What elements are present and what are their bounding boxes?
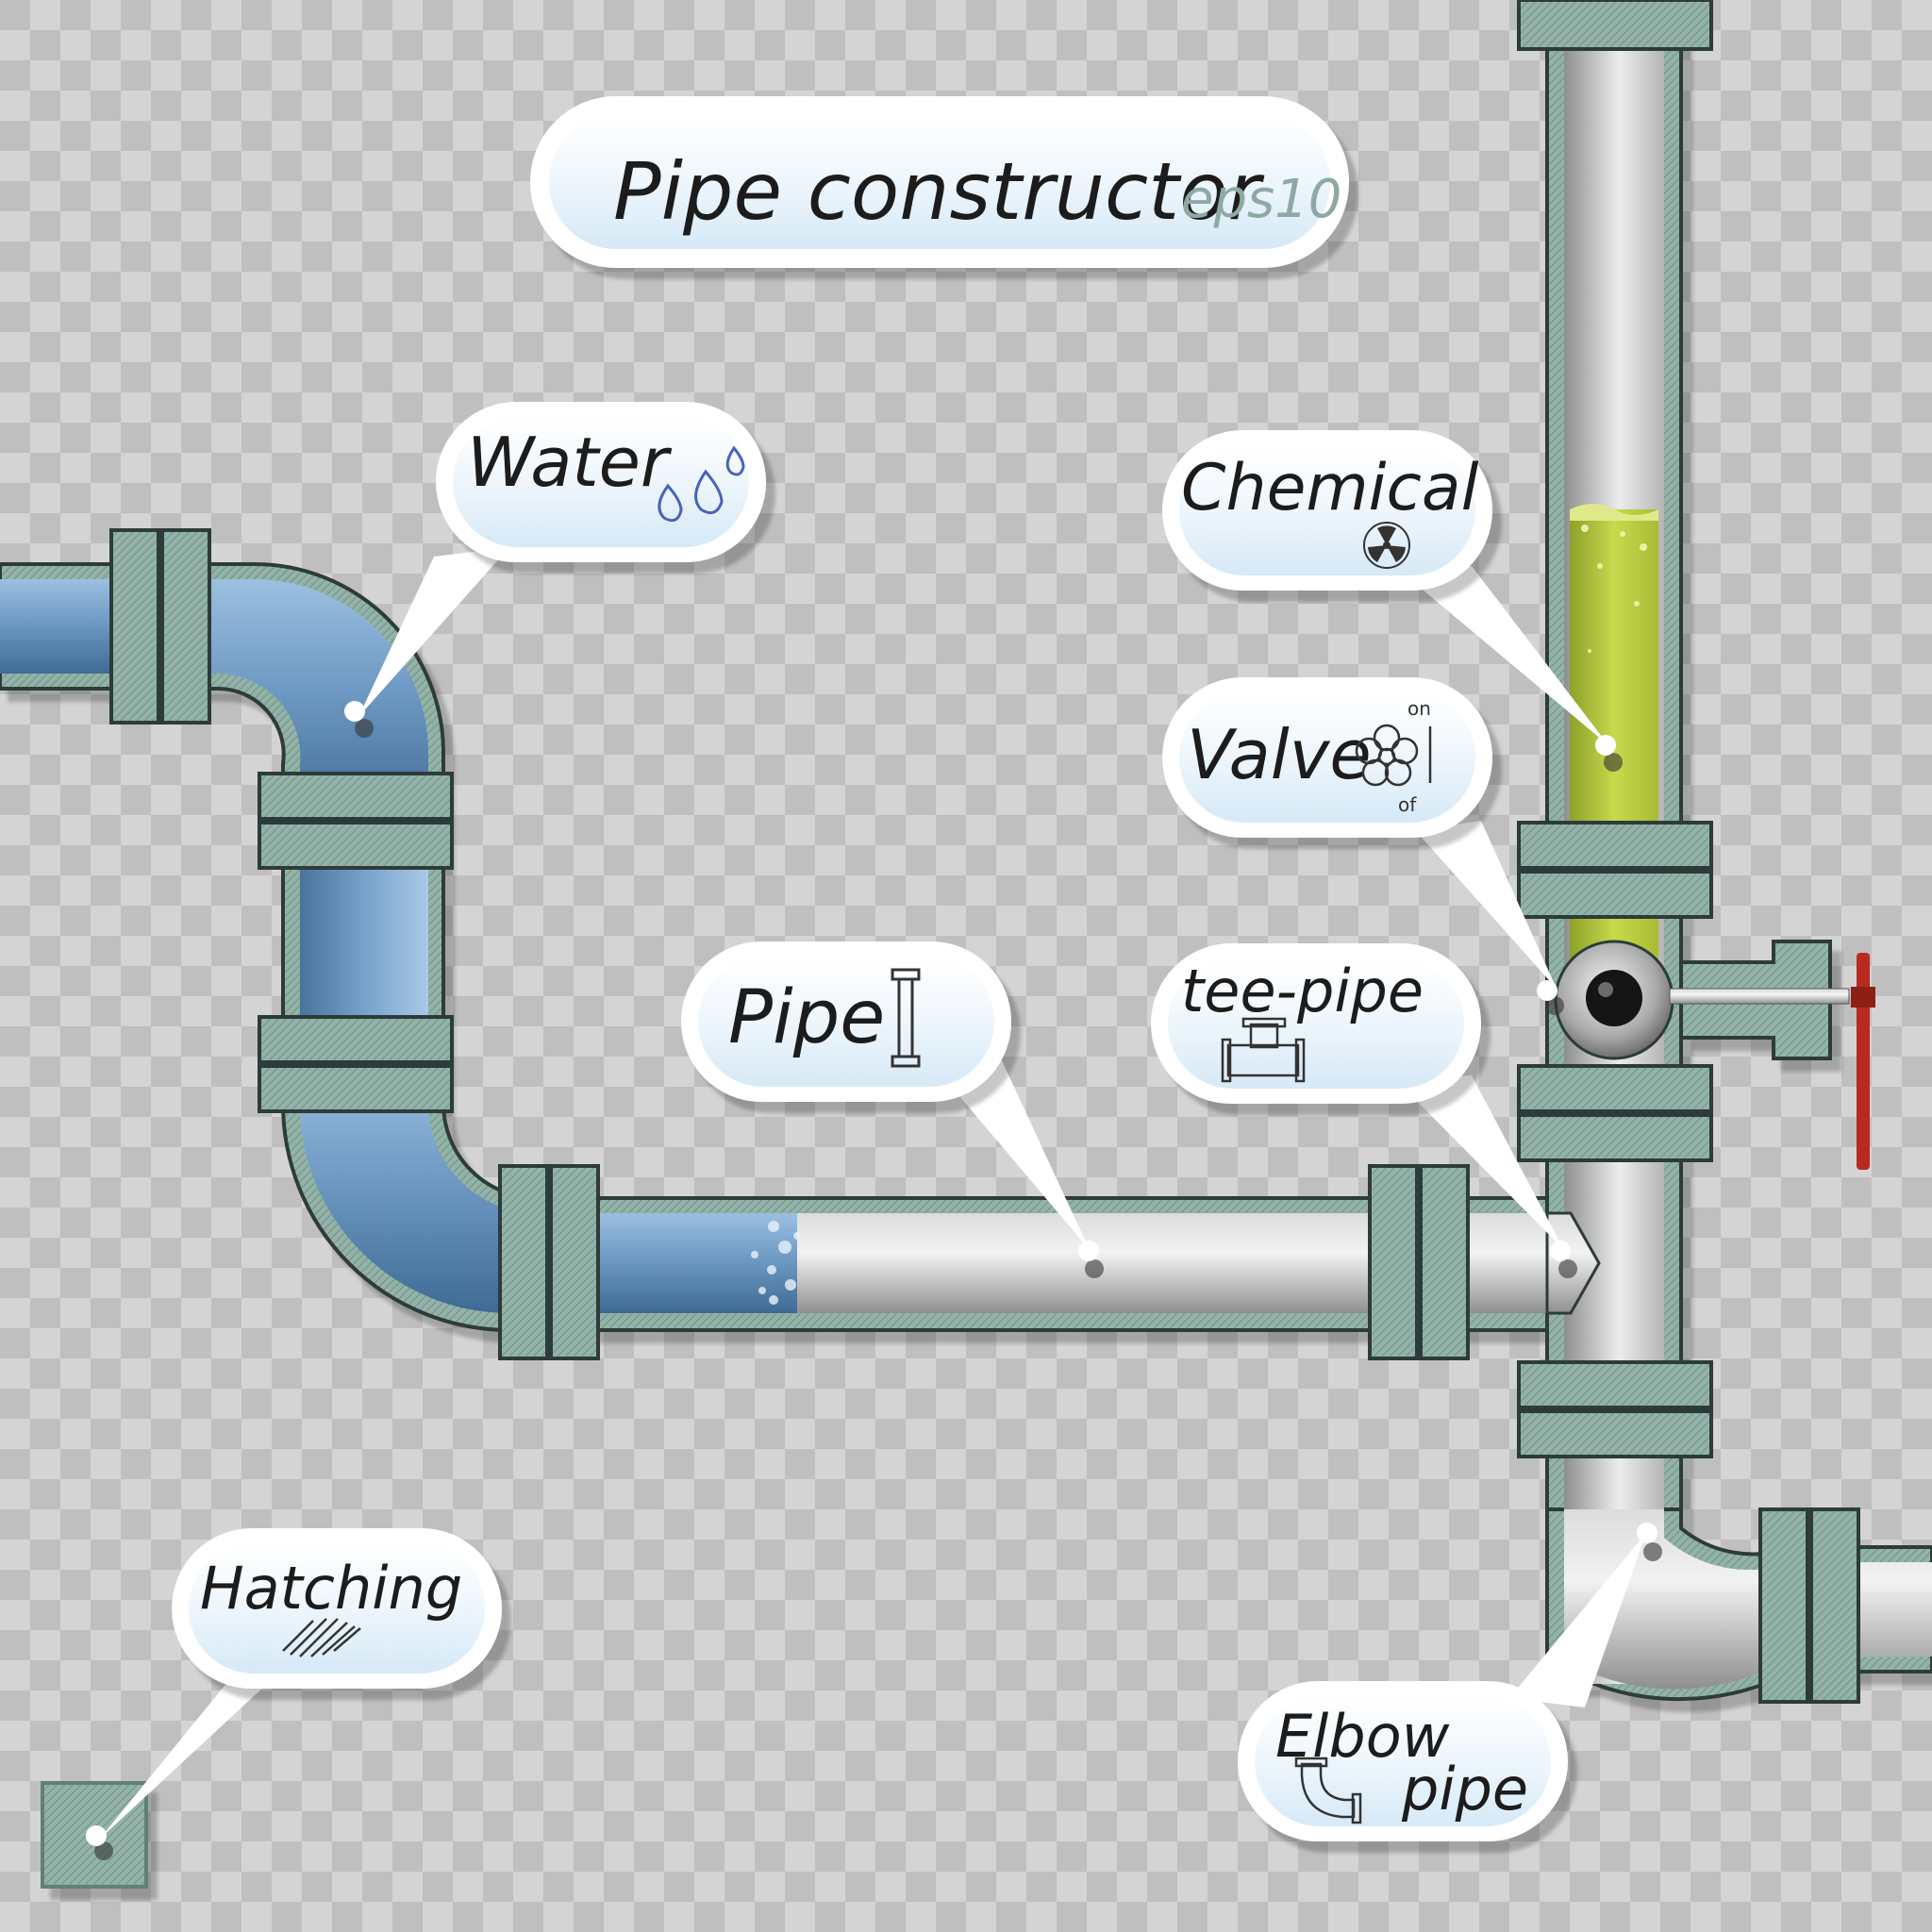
pipe-segment-icon xyxy=(891,968,921,1068)
callout-dots xyxy=(86,701,1662,1860)
hatching-callout: Hatching xyxy=(172,1528,502,1689)
valve[interactable] xyxy=(1554,940,1875,1170)
callout-pointers xyxy=(99,547,1646,1840)
valve-handle[interactable] xyxy=(1857,953,1870,1170)
water-drops-icon xyxy=(658,445,745,523)
tee-pipe-icon xyxy=(1221,1017,1306,1083)
valve-on-label: on xyxy=(1407,697,1431,720)
water-label: Water xyxy=(467,423,673,502)
valve-off-label: of xyxy=(1398,793,1417,816)
valve-callout: Valve on of xyxy=(1162,677,1492,838)
elbow-callout: Elbow pipe xyxy=(1238,1681,1568,1841)
hatching-icon xyxy=(282,1618,361,1657)
pipe-label: Pipe xyxy=(728,975,885,1060)
pipe-callout: Pipe xyxy=(681,941,1011,1102)
tee-callout: tee-pipe xyxy=(1151,943,1481,1104)
chemical-label: Chemical xyxy=(1181,451,1479,525)
title-text: Pipe constructor xyxy=(613,145,1264,238)
title-suffix: eps10 xyxy=(1181,169,1341,230)
tee-label: tee-pipe xyxy=(1181,957,1424,1025)
valve-label: Valve xyxy=(1187,715,1372,794)
hatching-label: Hatching xyxy=(200,1554,462,1623)
radiation-icon xyxy=(1363,522,1410,569)
elbow-pipe-icon xyxy=(1294,1757,1362,1824)
valve-flower-icon xyxy=(1355,724,1419,787)
elbow-label-line2: pipe xyxy=(1401,1755,1528,1824)
water-callout: Water xyxy=(436,402,766,562)
chemical-callout: Chemical xyxy=(1162,430,1492,591)
flanges xyxy=(109,0,1860,1704)
title-bubble xyxy=(530,96,1349,268)
